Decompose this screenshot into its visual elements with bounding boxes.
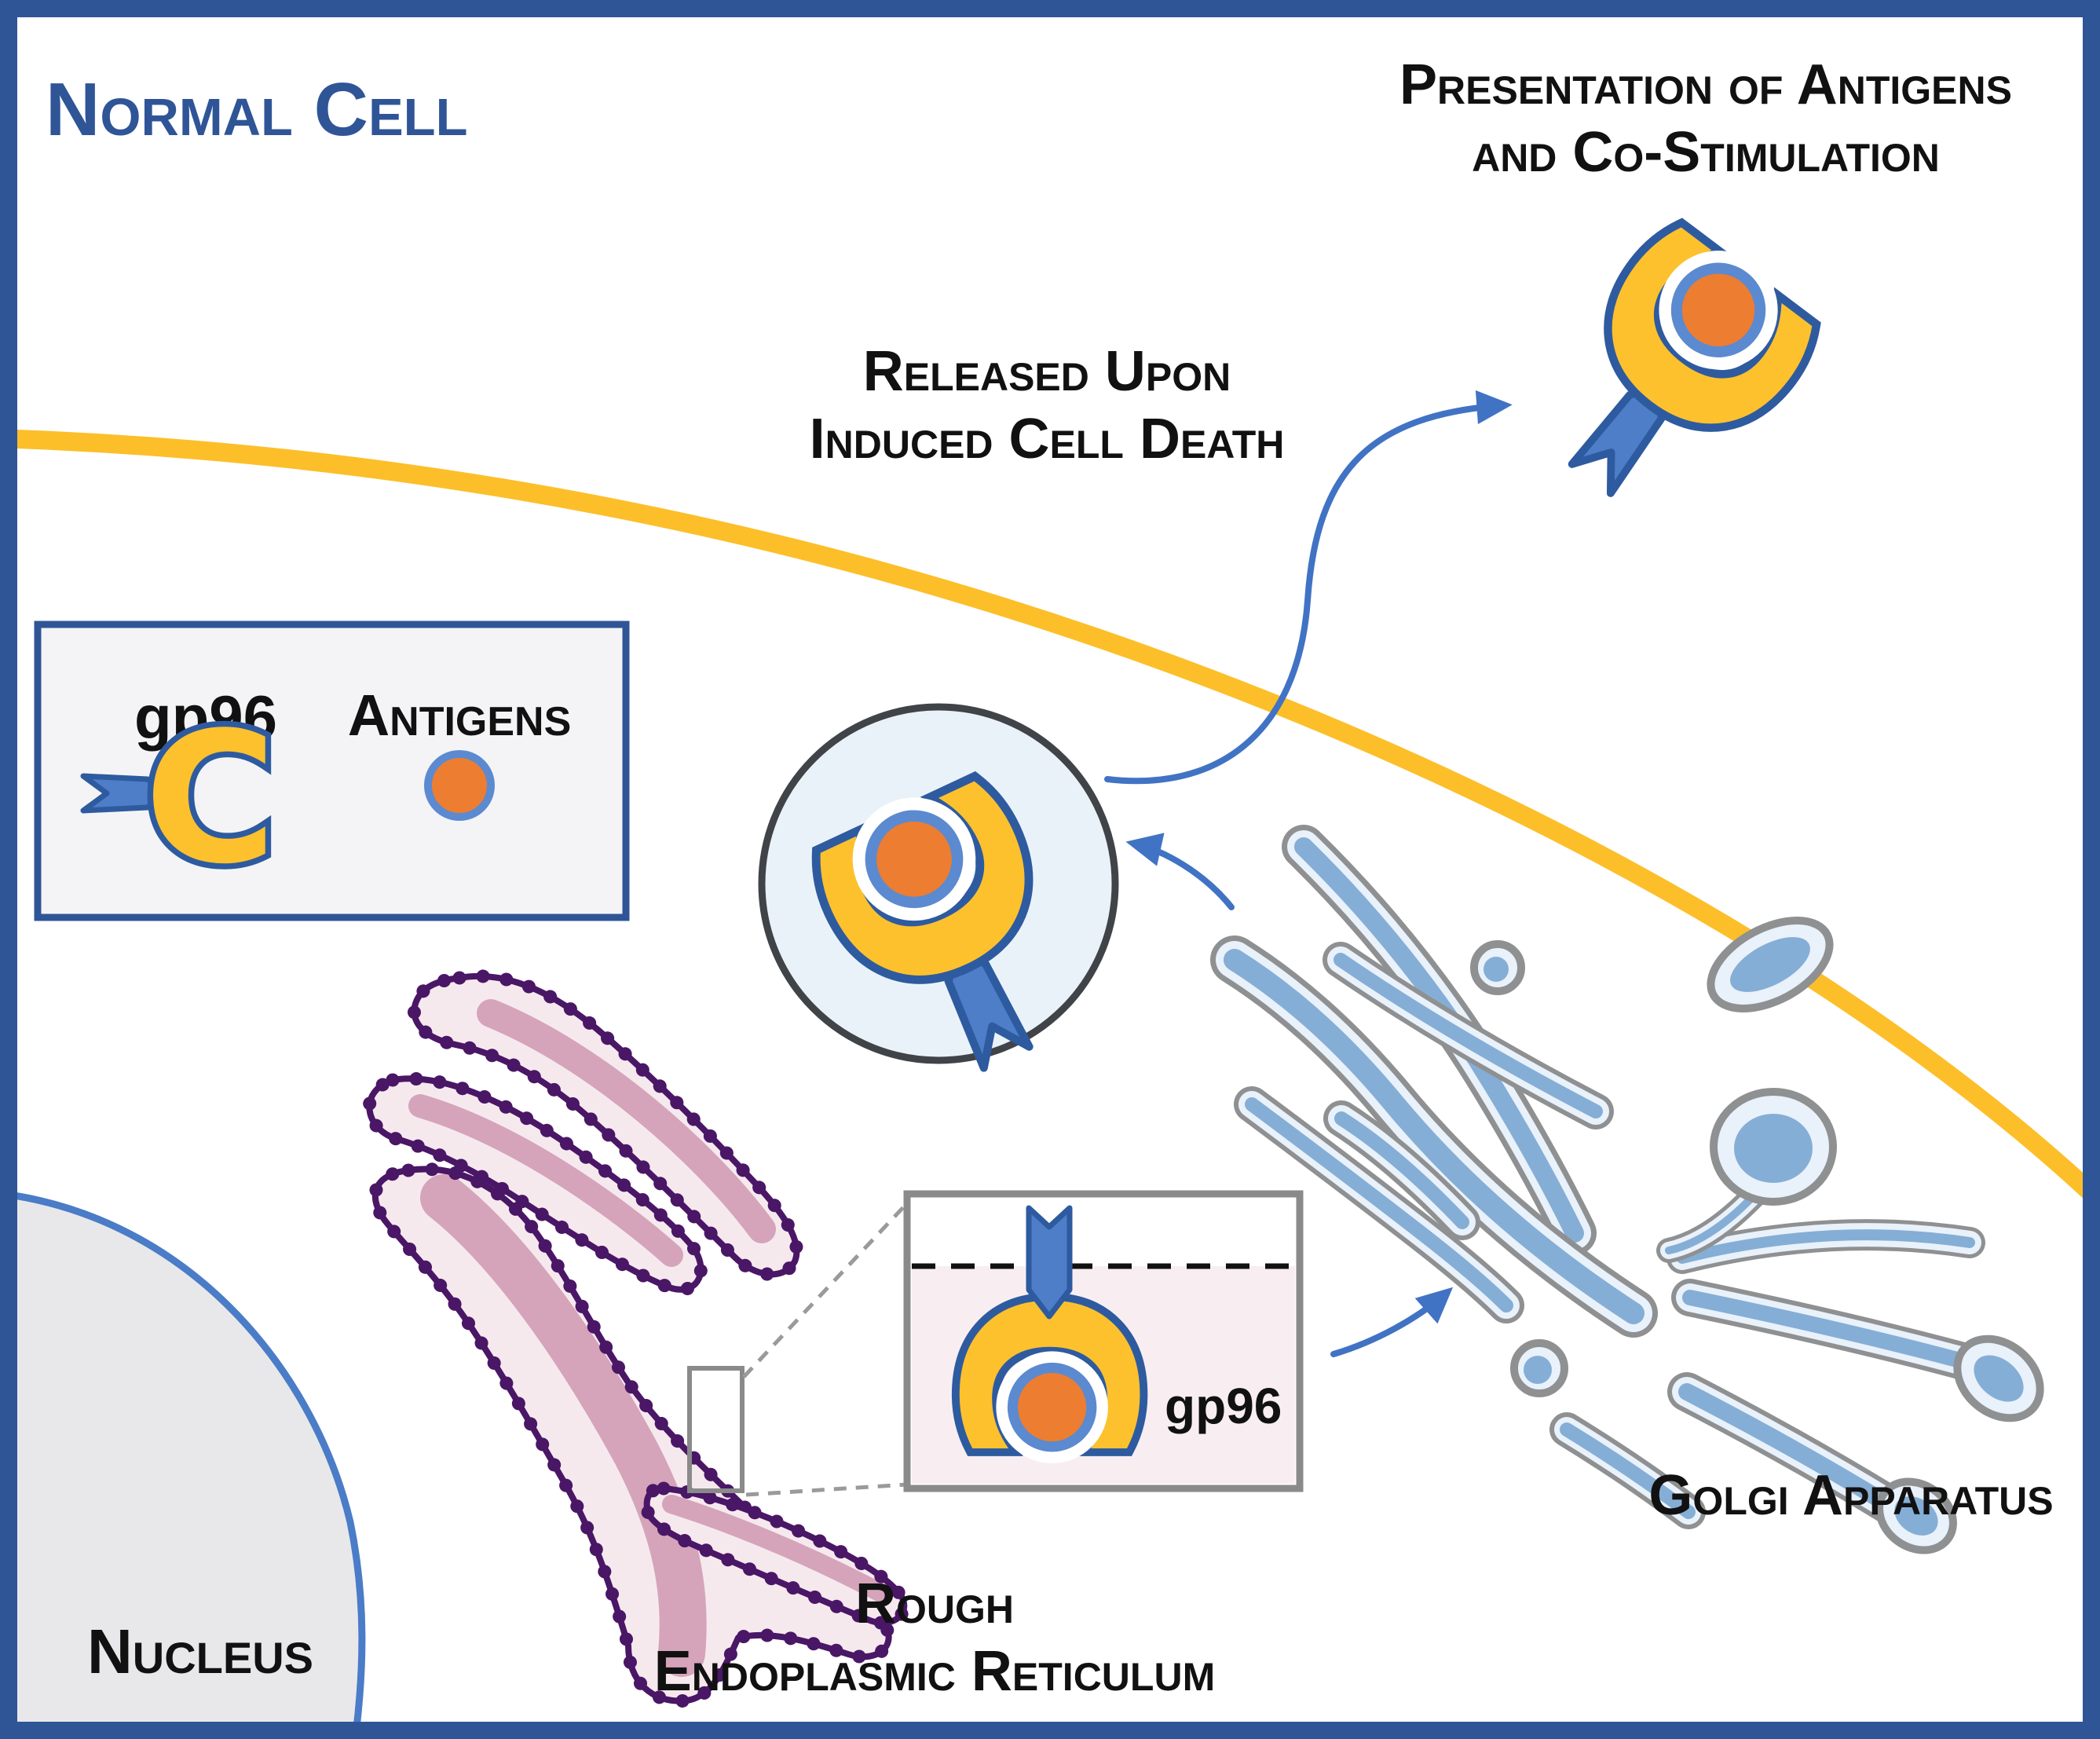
legend-box [34, 621, 630, 921]
inset-connector-bottom [745, 1482, 908, 1497]
legend: gp96 Antigens [34, 621, 630, 921]
golgi-to-vesicle-arrow [1125, 833, 1235, 910]
er-inset: gp96 [906, 1190, 1304, 1492]
golgi-apparatus [1235, 847, 2044, 1554]
legend-antigens-label: Antigens [348, 683, 572, 748]
released-label-line2: Induced Cell Death [810, 408, 1285, 470]
presentation-label-line1: Presentation of Antigens [1399, 53, 2012, 116]
signal-peptide-arrow-icon [1026, 1205, 1073, 1320]
golgi-cisterna-ellipse [1707, 917, 1834, 1012]
inset-connector-top [742, 1202, 909, 1378]
rer-label-line2: Endoplasmic Reticulum [654, 1640, 1215, 1703]
inset-gp96-label: gp96 [1165, 1378, 1282, 1434]
diagram-title: Normal Cell [46, 68, 468, 152]
rer-label-line1: Rough [855, 1572, 1014, 1635]
legend-antigen-icon [424, 750, 495, 821]
golgi-vesicle-small-bottom [1510, 1339, 1568, 1397]
released-label-line1: Released Upon [863, 340, 1231, 403]
er-to-golgi-arrow [1330, 1287, 1454, 1357]
rough-er [369, 976, 904, 1701]
release-arrow [1104, 390, 1513, 785]
nucleus-label: Nucleus [87, 1616, 313, 1686]
inset-source-rect [687, 1366, 745, 1493]
nucleus [13, 1192, 366, 1729]
golgi-label: Golgi Apparatus [1648, 1464, 2053, 1527]
golgi-vesicle-large [1710, 1088, 1837, 1206]
golgi-vesicle-small-top [1470, 940, 1525, 995]
plasma-membrane [0, 429, 2100, 1214]
presentation-label-line2: and Co-Stimulation [1472, 121, 1940, 184]
